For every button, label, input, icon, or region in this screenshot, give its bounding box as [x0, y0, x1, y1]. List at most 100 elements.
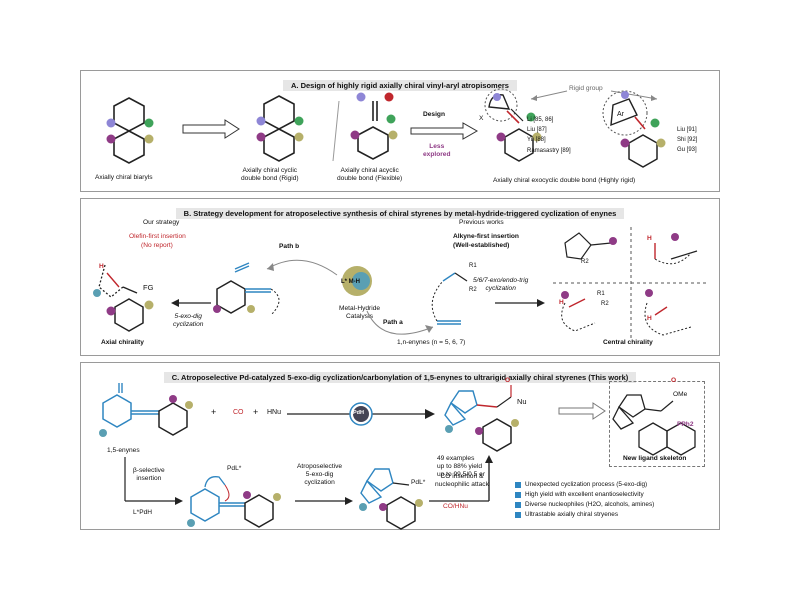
examples-count: 49 examples: [437, 455, 475, 462]
bullet-text: Unexpected cyclization process (5-exo-di…: [525, 481, 648, 488]
exocyclic-label: Axially chiral exocyclic double bond (Hi…: [493, 177, 636, 184]
enyne-substrate-left: [213, 262, 280, 316]
new-ligand-label: New ligand skeleton: [623, 455, 687, 462]
intermediate-1-structure: [187, 476, 281, 528]
pdl-mid-label: PdL*: [411, 479, 426, 486]
atropo-label: Atroposelective 5-exo-dig cyclization: [297, 463, 343, 486]
fg-label: FG: [143, 283, 154, 292]
biaryl-label: Axially chiral biaryls: [95, 174, 153, 181]
intermediate-2-structure: [359, 468, 423, 530]
exocyclic-structure-right: [602, 90, 666, 168]
panel-b: B. Strategy development for atroposelect…: [80, 198, 720, 356]
multi-cyc-label: 5/6/7-exo/endo-trig cyclization: [473, 277, 529, 292]
examples-yield: up to 88% yield: [437, 462, 483, 470]
refs-right-list: Liu [91] Shi [92] Gu [93]: [677, 127, 697, 155]
our-strategy-label: Our strategy: [143, 219, 180, 226]
ref-liu-2: Liu [91]: [677, 127, 697, 133]
path-a-curve: [366, 310, 434, 335]
path-b-label: Path b: [279, 243, 300, 250]
ref-li: Li [85, 86]: [527, 117, 554, 123]
h-label-axial: H: [99, 263, 104, 270]
r1-label-central: R1: [597, 291, 605, 297]
nu-label: Nu: [517, 397, 527, 406]
bullet-list: Unexpected cyclization process (5-exo-di…: [515, 481, 654, 518]
path-b-curve: [266, 259, 338, 276]
ligand-o-label: O: [671, 377, 677, 384]
right-arrow-2: [295, 497, 353, 505]
bullet-item: High yield with excellent enantioselecti…: [515, 491, 654, 498]
hnu-label: HNu: [267, 409, 282, 416]
no-report-label: (No report): [141, 242, 173, 249]
r2-label-central-top: R2: [581, 259, 589, 265]
panel-a: A. Design of highly rigid axially chiral…: [80, 70, 720, 192]
h-label-central-3: H: [647, 315, 652, 322]
acyclic-label: Axially chiral acyclic double bond (Flex…: [337, 167, 403, 182]
metal-badge-label: L* M-H: [341, 279, 360, 285]
product-structure: [444, 385, 519, 452]
pdl-top-label: PdL*: [227, 465, 242, 472]
down-arrow-left: [124, 457, 126, 501]
examples-box: 49 examples up to 88% yield up to 99.5/0…: [437, 455, 485, 479]
bullet-text: Diverse nucleophiles (H2O, alcohols, ami…: [525, 501, 655, 508]
previous-works-label: Previous works: [459, 219, 504, 226]
up-arrow: [485, 455, 493, 501]
lpdh-label: L*PdH: [133, 509, 153, 516]
enyne-substrate-right: [431, 272, 468, 325]
enyne-15-label: 1,5-enynes: [107, 447, 140, 454]
ligand-box: [609, 381, 705, 467]
bullet-item: Ultrastable axially chiral stryenes: [515, 511, 654, 518]
ar-label: Ar: [617, 111, 624, 118]
refs-left-list: Li [85, 86] Liu [87] Yu [88] Ramasastry …: [527, 117, 571, 155]
h-label-central-1: H: [647, 235, 652, 242]
ome-label: OMe: [673, 391, 688, 398]
design-label: Design: [423, 111, 445, 118]
path-a-arrow-right: [495, 299, 545, 307]
design-arrow: [410, 122, 479, 140]
x-label: X: [479, 115, 484, 122]
h-label-central-2: H: [559, 299, 564, 306]
exo-dig-label-b: 5-exo-dig cyclization: [173, 313, 204, 328]
bullet-square-icon: [515, 491, 521, 498]
bullet-text: Ultrastable axially chiral stryenes: [525, 511, 619, 518]
exocyclic-structure-left: [484, 88, 542, 162]
pph2-label: PPh2: [677, 421, 694, 428]
panel-a-title: A. Design of highly rigid axially chiral…: [283, 80, 517, 91]
ref-shi: Shi [92]: [677, 137, 698, 144]
bullet-square-icon: [515, 501, 521, 508]
axial-chirality-label: Axial chirality: [101, 339, 144, 346]
hollow-arrow: [182, 119, 240, 139]
panel-c: C. Atroposelective Pd-catalyzed 5-exo-di…: [80, 362, 720, 530]
bullet-item: Diverse nucleophiles (H2O, alcohols, ami…: [515, 501, 654, 508]
olefin-first-label: Olefin-first insertion: [129, 233, 186, 240]
central-chirality-grid: [553, 227, 709, 339]
ligand-structure: [612, 394, 696, 456]
axial-product-structure: [93, 264, 154, 332]
rigid-group-arrows: [530, 90, 658, 101]
panel-c-title: C. Atroposelective Pd-catalyzed 5-exo-di…: [163, 372, 637, 383]
ref-yu: Yu [88]: [527, 137, 546, 144]
less-explored-label: Less explored: [423, 143, 451, 158]
bullet-square-icon: [515, 511, 521, 518]
bullet-item: Unexpected cyclization process (5-exo-di…: [515, 481, 654, 488]
bullet-square-icon: [515, 481, 521, 488]
well-established-label: (Well-established): [453, 242, 510, 249]
biaryl-structure: [106, 97, 154, 164]
plus-2: +: [253, 407, 259, 417]
ref-liu: Liu [87]: [527, 127, 547, 134]
metal-hydride-label: Metal-Hydride Catalysts: [339, 305, 381, 320]
bullet-text: High yield with excellent enantioselecti…: [525, 491, 644, 498]
plus-1: +: [211, 407, 217, 417]
r1-label-substrate: R1: [469, 263, 477, 269]
r2-label-central: R2: [601, 301, 609, 307]
central-chirality-label: Central chirality: [603, 339, 653, 346]
enyne-15-structure: [99, 383, 193, 437]
rigid-group-label: Rigid group: [569, 85, 603, 92]
right-arrow-1: [125, 497, 183, 505]
cyclic-label: Axially chiral cyclic double bond (Rigid…: [241, 167, 299, 182]
r2-label-substrate: R2: [469, 287, 477, 293]
alkyne-first-label: Alkyne-first insertion: [453, 233, 519, 240]
divider-line: [332, 100, 340, 162]
beta-selective-label: β-selective insertion: [133, 467, 165, 482]
ref-ramasastry: Ramasastry [89]: [527, 147, 571, 154]
main-reaction-arrow: [287, 402, 435, 426]
